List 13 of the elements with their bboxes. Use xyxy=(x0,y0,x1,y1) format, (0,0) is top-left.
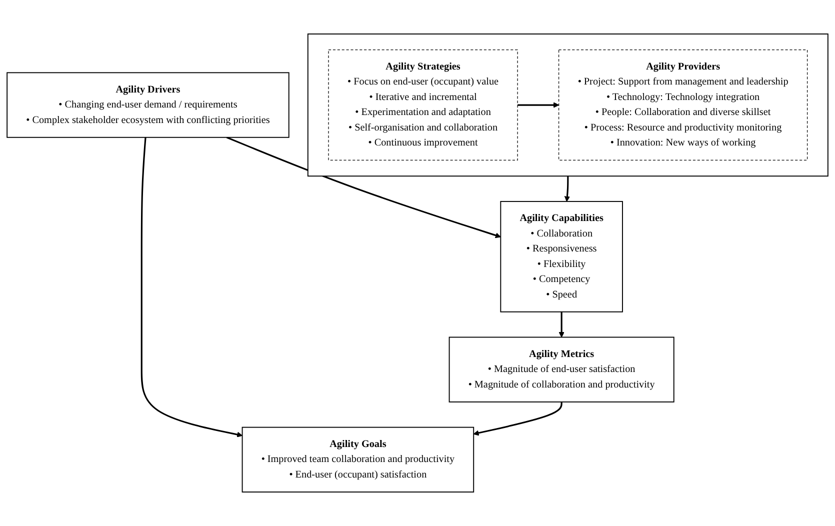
node-box: Agility Capabilities • Collaboration • Responsiveness • Flexibility • Competency • Speed xyxy=(500,201,623,312)
arrow xyxy=(518,102,560,108)
node-box: Agility Strategies • Focus on end-user (occupant) value • Iterative and incremental • Experimentation and adaptation • Self-organisation and collaboration • Continuous improvement xyxy=(328,50,518,161)
arrow xyxy=(564,176,570,202)
cluster xyxy=(307,34,828,177)
node-box: Agility Goals • Improved team collaboration and productivity • End-user (occupant) satisfaction xyxy=(242,426,474,492)
arrow xyxy=(558,312,564,338)
arrow xyxy=(473,402,562,436)
arrow xyxy=(226,136,501,238)
node-box: Agility Providers • Project: Support from management and leadership • Technology: Technology integration • People: Collaboration and diverse skillset • Process: Resource and productivity monitoring • Innovation: New ways of working xyxy=(558,50,808,161)
node-box: Agility Metrics • Magnitude of end-user satisfaction • Magnitude of collaboration and productivity xyxy=(448,336,674,402)
node-box: Agility Drivers • Changing end-user demand / requirements • Complex stakeholder ecosystem with conflicting priorities xyxy=(6,72,290,138)
arrow xyxy=(140,137,243,438)
